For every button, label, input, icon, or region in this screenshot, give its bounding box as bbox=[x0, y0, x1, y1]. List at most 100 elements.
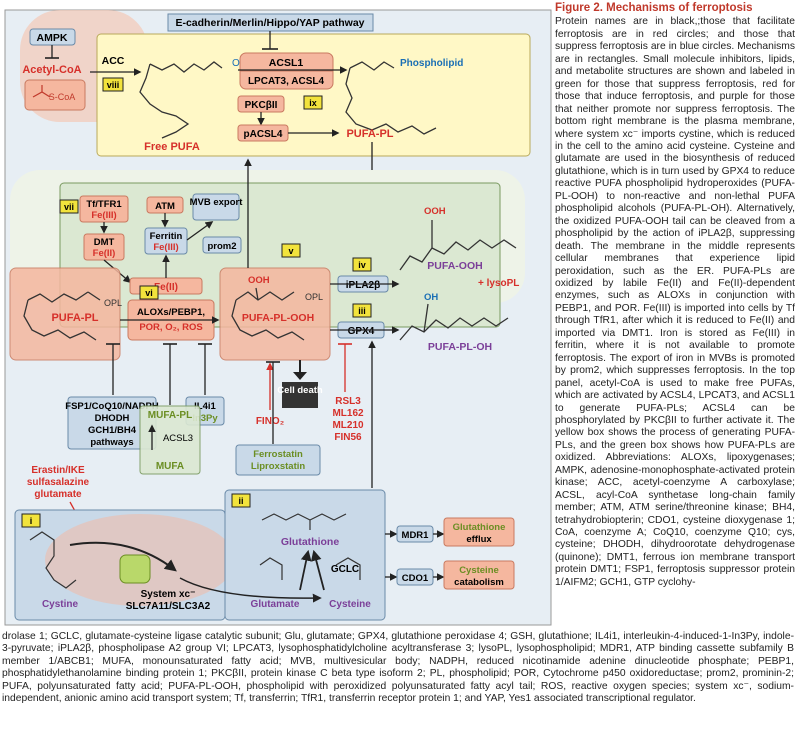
phospholipid-structure bbox=[345, 61, 437, 135]
acetyl-group-label: S-CoA bbox=[49, 92, 76, 102]
fin56-label: FIN56 bbox=[334, 432, 362, 443]
ferrostatin-box bbox=[235, 444, 321, 476]
ipla2b-label: iPLA2β bbox=[346, 280, 380, 291]
gpx4-label: GPX4 bbox=[348, 326, 375, 337]
oh-right: OH bbox=[424, 292, 438, 303]
marker-ix bbox=[303, 95, 323, 110]
cysteine-structure bbox=[335, 557, 361, 580]
prom2-label: prom2 bbox=[207, 241, 236, 252]
pathways-label: pathways bbox=[90, 437, 133, 448]
figure-caption: Figure 2. Mechanisms of ferroptosis Prot… bbox=[555, 2, 795, 589]
gch1-label: GCH1/BH4 bbox=[88, 425, 137, 436]
gsh-efflux-2: efflux bbox=[466, 534, 492, 545]
alox-label: ALOXs/PEBP1, bbox=[137, 307, 205, 318]
acetyl-coa-structure bbox=[24, 79, 86, 111]
pufa-pl-ooh-label: PUFA-PL-OOH bbox=[242, 312, 314, 324]
fino2-label: FINO₂ bbox=[256, 416, 284, 427]
free-pufa-structure bbox=[139, 61, 223, 139]
mufa-box bbox=[139, 405, 201, 475]
marker-i bbox=[21, 513, 41, 528]
roman-viii: viii bbox=[107, 80, 120, 90]
lpcat3-acsl4-label: LPCAT3, ACSL4 bbox=[248, 76, 325, 87]
ampk-label: AMPK bbox=[37, 32, 68, 44]
system-xc-label: System xc⁻ bbox=[141, 589, 196, 600]
roman-vii: vii bbox=[64, 202, 74, 212]
cystine-structure bbox=[29, 531, 77, 589]
roman-ii: ii bbox=[238, 496, 243, 506]
pufa-ooh-label: PUFA-OOH bbox=[427, 260, 482, 272]
ferritin-box bbox=[144, 227, 188, 255]
il4i1-label: IL4i1 bbox=[194, 401, 216, 412]
pufa-pl-oh-label: PUFA-PL-OH bbox=[428, 341, 492, 353]
pufa-pl-mid-label: PUFA-PL bbox=[51, 312, 98, 324]
liproxstatin-label: Liproxstatin bbox=[251, 461, 306, 472]
system-xc-transporter bbox=[119, 554, 151, 584]
tf-tfr1-label: Tf/TFR1 bbox=[86, 199, 122, 210]
glutamate-structure bbox=[259, 557, 283, 580]
free-pufa-label: Free PUFA bbox=[144, 141, 200, 153]
erastin-label: Erastin/IKE bbox=[31, 465, 85, 476]
cys-cat-1: Cysteine bbox=[459, 565, 499, 576]
opl-mid: OPL bbox=[305, 292, 323, 302]
yellow-panel bbox=[96, 33, 531, 157]
ferrostatin-label: Ferrostatin bbox=[253, 449, 303, 460]
cys-catabolism-box bbox=[443, 560, 515, 590]
phospholipid-label: Phospholipid bbox=[400, 58, 463, 69]
gsh-efflux-1: Glutathione bbox=[453, 522, 506, 533]
pufa-pl-ooh-box bbox=[219, 267, 331, 361]
glutathione-label: Glutathione bbox=[281, 536, 339, 548]
acetyl-coa-label: Acetyl-CoA bbox=[22, 64, 81, 76]
mdr1-label: MDR1 bbox=[402, 530, 430, 541]
mufa-pl-label: MUFA-PL bbox=[148, 410, 192, 421]
caption-title: Figure 2. Mechanisms of ferroptosis bbox=[555, 2, 753, 14]
ooh-mid: OOH bbox=[248, 275, 270, 286]
caption-abbrev: Abbreviations: ALOXs, lipoxygenases; AMP… bbox=[555, 452, 795, 588]
ml210-label: ML210 bbox=[332, 420, 364, 431]
dmt-label: DMT bbox=[94, 237, 115, 248]
cell-death-label: Cell death bbox=[277, 385, 323, 396]
roman-vi: vi bbox=[145, 288, 153, 298]
dhodh-label: DHODH bbox=[95, 413, 130, 424]
ooh-right: OOH bbox=[424, 206, 446, 217]
fsp1-label: FSP1/CoQ10/NADPH bbox=[65, 401, 159, 412]
acc-label: ACC bbox=[102, 55, 125, 67]
fe3-a-label: Fe(III) bbox=[91, 210, 116, 221]
marker-vii bbox=[59, 199, 79, 214]
rsl3-label: RSL3 bbox=[335, 396, 361, 407]
pkcbii-label: PKCβII bbox=[245, 100, 278, 111]
cell-death-box bbox=[282, 382, 318, 408]
gclc-label: GCLC bbox=[331, 564, 359, 575]
pacsl4-label: pACSL4 bbox=[244, 129, 283, 140]
in3py-label: In3Py bbox=[192, 413, 218, 424]
marker-vi bbox=[139, 285, 159, 300]
ml162-label: ML162 bbox=[332, 408, 364, 419]
caption-continuation: drolase 1; GCLC, glutamate-cysteine liga… bbox=[2, 631, 794, 705]
caption-body: Protein names are in black,;those that f… bbox=[555, 16, 795, 464]
glutathione-structure bbox=[261, 513, 347, 530]
pufa-pl-ooh-structure bbox=[231, 287, 305, 341]
atm-label: ATM bbox=[155, 201, 175, 212]
opl-left: OPL bbox=[104, 298, 122, 308]
fe2-b-label: Fe(II) bbox=[154, 282, 178, 293]
ferroptosis-diagram: E-cadherin/Merlin/Hippo/YAP pathway AMPK… bbox=[4, 9, 552, 626]
glutamate-inh-label: glutamate bbox=[34, 489, 82, 500]
mvb-export-label: MVB export bbox=[190, 197, 244, 208]
marker-iv bbox=[352, 257, 372, 272]
roman-iii: iii bbox=[358, 306, 366, 316]
pufa-pl-mid-structure bbox=[23, 291, 101, 341]
acsl3-label: ACSL3 bbox=[163, 433, 193, 444]
fe2-a-label: Fe(II) bbox=[93, 248, 116, 259]
marker-viii bbox=[102, 77, 124, 92]
roman-ix: ix bbox=[309, 98, 317, 108]
roman-v: v bbox=[288, 246, 293, 256]
ferritin-label: Ferritin bbox=[150, 231, 183, 242]
pufa-pl-top-label: PUFA-PL bbox=[346, 128, 393, 140]
cys-cat-2: catabolism bbox=[454, 577, 504, 588]
por-o2-ros-label: POR, O₂, ROS bbox=[139, 322, 202, 333]
glutamate-label: Glutamate bbox=[251, 599, 300, 610]
lysopl-label: + lysoPL bbox=[478, 278, 519, 289]
top-pathway-label: E-cadherin/Merlin/Hippo/YAP pathway bbox=[175, 17, 364, 29]
pufa-ooh-structure bbox=[399, 220, 517, 271]
marker-iii bbox=[352, 303, 372, 318]
cysteine-label: Cysteine bbox=[329, 599, 371, 610]
